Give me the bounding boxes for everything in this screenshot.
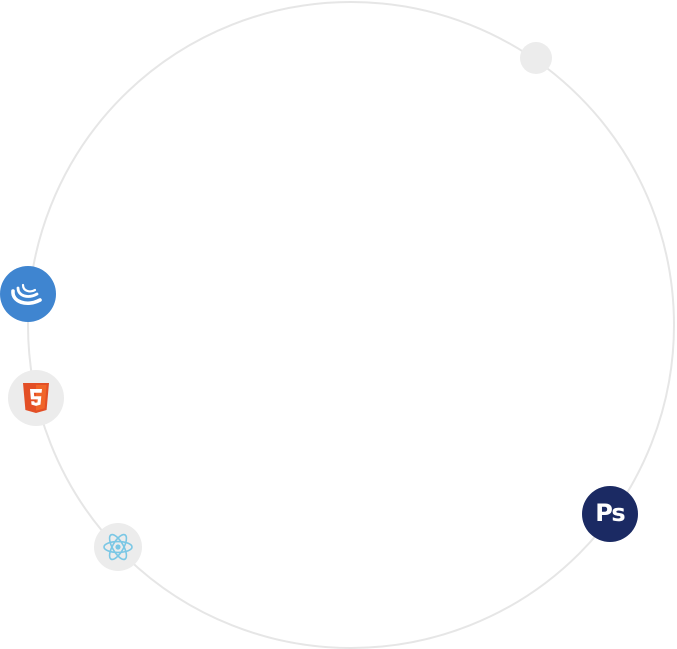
react-icon [103,533,133,561]
html5-node[interactable] [8,370,64,426]
photoshop-icon: Ps [595,499,625,527]
html5-icon [23,383,49,413]
photoshop-node[interactable]: Ps [582,486,638,542]
jquery-node[interactable] [0,266,56,322]
empty-orbit-node[interactable] [520,42,552,74]
jquery-icon [11,283,42,305]
react-node[interactable] [94,523,142,571]
